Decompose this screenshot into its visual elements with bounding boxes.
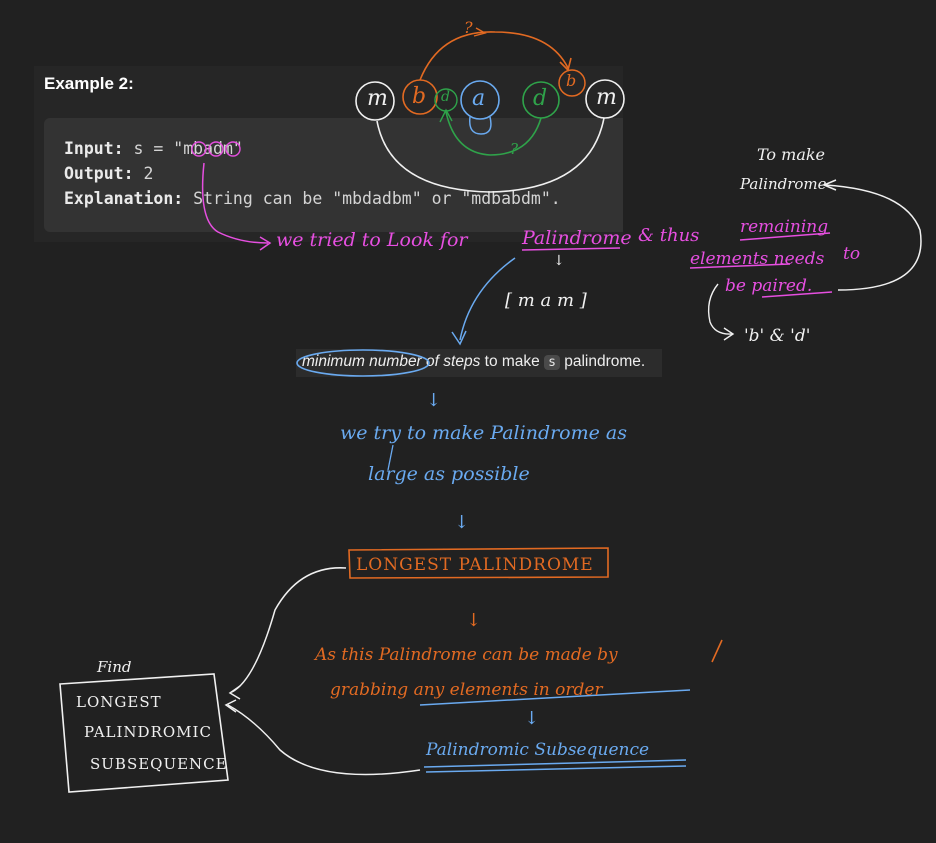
- explanation-line: Explanation: String can be "mbdadbm" or …: [64, 189, 561, 208]
- output-value: 2: [133, 164, 154, 183]
- example-title: Example 2:: [44, 74, 134, 93]
- exclaim-stroke: [711, 639, 723, 663]
- letter-m-right: m: [596, 85, 617, 110]
- note-and-thus: & thus: [638, 225, 700, 246]
- arrow-down-1: ↓: [426, 390, 442, 411]
- arc-b-midarrow: [473, 27, 487, 37]
- note-mam: [ m a m ]: [505, 290, 587, 311]
- note-remaining: remaining: [740, 217, 829, 237]
- note-to-make: To make: [757, 145, 826, 164]
- letter-b-left: b: [412, 84, 427, 109]
- output-label: Output:: [64, 164, 134, 183]
- note-palindrome: Palindrome: [522, 227, 632, 249]
- description-end: palindrome.: [559, 353, 646, 370]
- note-palindrome-target: Palindrome: [740, 175, 827, 193]
- question-mark-top: ?: [464, 18, 473, 37]
- letter-b-small: b: [566, 71, 577, 90]
- curve-subseq-to-lps: [227, 704, 421, 776]
- arrow-down-4: ↓: [524, 708, 540, 729]
- arrow-mam-description-head: [451, 330, 467, 346]
- note-be-paired: be paired.: [725, 276, 813, 296]
- note-tried: we tried to Look for: [276, 229, 468, 251]
- description-italic: of steps: [421, 353, 481, 370]
- note-large-as-possible: large as possible: [368, 463, 530, 485]
- label-longest-palindrome: LONGEST PALINDROME: [356, 555, 594, 575]
- letter-d: d: [533, 86, 548, 111]
- curve-longest-to-lps: [231, 567, 347, 693]
- note-as-this: As this Palindrome can be made by: [315, 645, 618, 665]
- lps-line-2: PALINDROMIC: [84, 723, 212, 741]
- input-value: s = "mbadm": [123, 139, 243, 158]
- question-mark-bottom: ?: [510, 140, 519, 158]
- letter-d-small: d: [441, 89, 450, 105]
- lps-line-1: LONGEST: [76, 693, 162, 711]
- note-elements-need: elements needs: [690, 249, 825, 269]
- description-text: minimum number of steps to make s palind…: [302, 353, 645, 371]
- note-to: to: [843, 244, 861, 264]
- underline-subsequence-2: [425, 765, 687, 773]
- letter-m-left: m: [367, 86, 388, 111]
- arrow-to-make-palindrome: [824, 184, 922, 291]
- input-line: Input: s = "mbadm": [64, 139, 243, 158]
- arrow-down-mam: ↓: [553, 253, 565, 269]
- note-b-and-d: 'b' & 'd': [744, 326, 811, 346]
- lps-line-3: SUBSEQUENCE: [90, 755, 228, 773]
- arrow-down-3: ↓: [466, 610, 482, 631]
- underline-subsequence-1: [423, 759, 687, 768]
- note-find: Find: [97, 658, 132, 676]
- bracket-b-d-head: [723, 327, 735, 341]
- note-we-try: we try to make Palindrome as: [340, 422, 628, 444]
- description-highlight: minimum number: [302, 353, 422, 370]
- description-code: s: [544, 355, 560, 370]
- label-palindromic-subsequence: Palindromic Subsequence: [426, 740, 650, 760]
- arrow-down-2: ↓: [454, 512, 470, 533]
- curve-longest-to-lps-head: [228, 685, 241, 700]
- explanation-value: String can be "mbdadbm" or "mdbabdm".: [183, 189, 561, 208]
- description-mid: to make: [480, 353, 545, 370]
- explanation-label: Explanation:: [64, 189, 184, 208]
- note-grabbing: grabbing any elements in order: [330, 680, 603, 700]
- letter-a: a: [472, 86, 486, 111]
- output-line: Output: 2: [64, 164, 153, 183]
- curve-subseq-to-lps-head: [224, 699, 237, 713]
- input-label: Input:: [64, 139, 124, 158]
